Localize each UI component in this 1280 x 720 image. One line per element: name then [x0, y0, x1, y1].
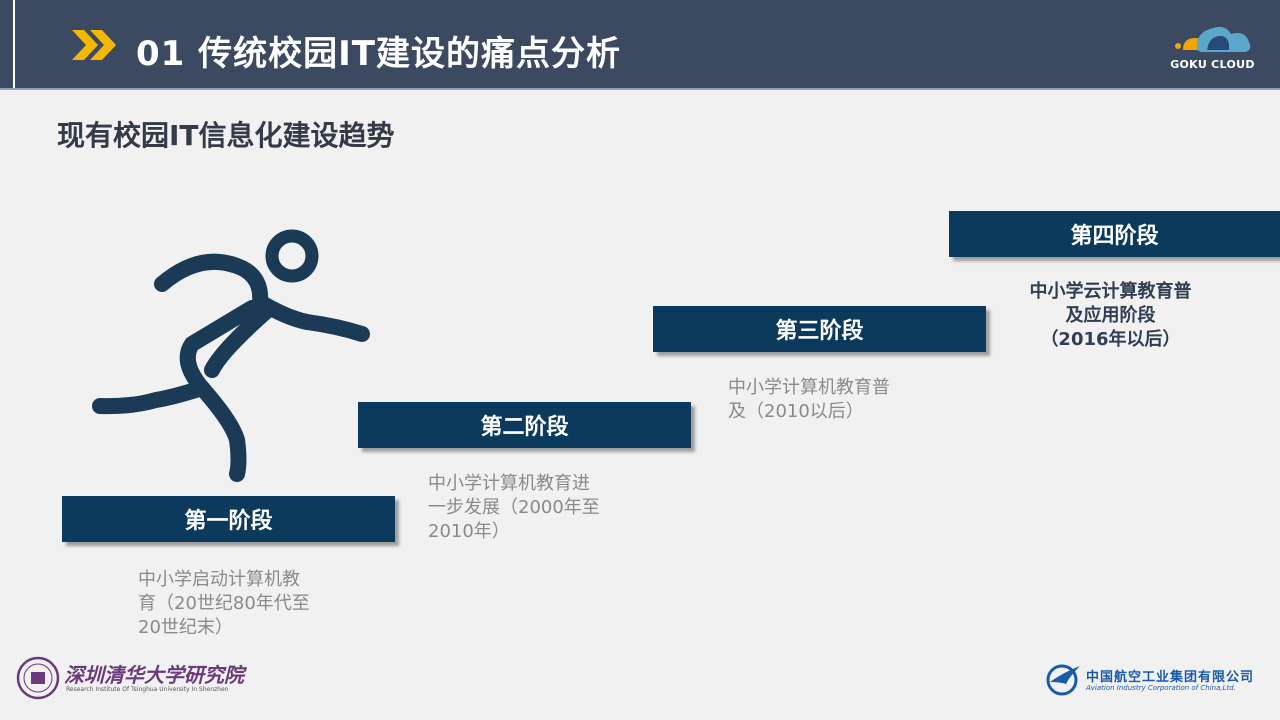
stage-1-desc-line: 中小学启动计算机教 [138, 569, 300, 590]
header-bar: 01 传统校园IT建设的痛点分析 GOKU CLOUD [0, 0, 1280, 90]
tsinghua-sz-logo: 深圳清华大学研究院 Research Institute Of Tsinghua… [16, 656, 244, 704]
header-left-line [13, 0, 15, 90]
stage-1-label: 第一阶段 [184, 509, 273, 534]
stage-1-desc-line: 20世纪末） [138, 617, 233, 638]
stage-1-box: 第一阶段 [62, 496, 395, 542]
stage-2-box: 第二阶段 [358, 402, 691, 448]
stage-4-desc-line: （2016年以后） [1040, 329, 1181, 350]
stage-4-desc-line: 中小学云计算教育普 [1029, 281, 1192, 302]
stage-2-desc-line: 2010年） [428, 521, 510, 542]
page-title: 01 传统校园IT建设的痛点分析 [136, 34, 621, 74]
section-subtitle: 现有校园IT信息化建设趋势 [57, 119, 395, 152]
stage-1-desc: 中小学启动计算机教 育（20世纪80年代至 20世纪末） [138, 568, 310, 640]
runner-icon [92, 229, 370, 482]
tsinghua-calligraphy: 深圳清华大学研究院 [64, 663, 244, 687]
cloud-logo-icon [1175, 26, 1251, 52]
logo-text: GOKU CLOUD [1170, 58, 1255, 71]
stage-2-desc-line: 一步发展（2000年至 [428, 497, 600, 518]
stage-4-box: 第四阶段 [949, 211, 1280, 257]
tsinghua-en-name: Research Institute Of Tsinghua Universit… [66, 686, 229, 693]
avic-cn-name: 中国航空工业集团有限公司 [1086, 670, 1255, 685]
stage-3-desc-line: 中小学计算机教育普 [728, 377, 890, 398]
stage-4-desc: 中小学云计算教育普 及应用阶段 （2016年以后） [1018, 280, 1203, 352]
goku-cloud-logo: GOKU CLOUD [1165, 18, 1260, 74]
stage-3-desc: 中小学计算机教育普 及（2010以后） [728, 376, 890, 424]
stage-4-label: 第四阶段 [1070, 224, 1159, 249]
stage-2-desc: 中小学计算机教育进 一步发展（2000年至 2010年） [428, 472, 600, 544]
stage-4-desc-line: 及应用阶段 [1065, 305, 1156, 326]
stage-2-label: 第二阶段 [480, 415, 569, 440]
seal-icon [16, 656, 60, 700]
avic-logo-icon [1046, 664, 1080, 696]
header-divider [0, 88, 1280, 90]
avic-en-name: Aviation Industry Corporation of China,L… [1086, 684, 1236, 692]
stage-2-desc-line: 中小学计算机教育进 [428, 473, 590, 494]
stage-3-box: 第三阶段 [653, 306, 986, 352]
avic-logo: 中国航空工业集团有限公司 Aviation Industry Corporati… [1046, 660, 1256, 700]
stage-3-desc-line: 及（2010以后） [728, 401, 864, 422]
stage-1-desc-line: 育（20世纪80年代至 [138, 593, 310, 614]
stage-3-label: 第三阶段 [775, 319, 864, 344]
arrow-icon [72, 30, 116, 60]
